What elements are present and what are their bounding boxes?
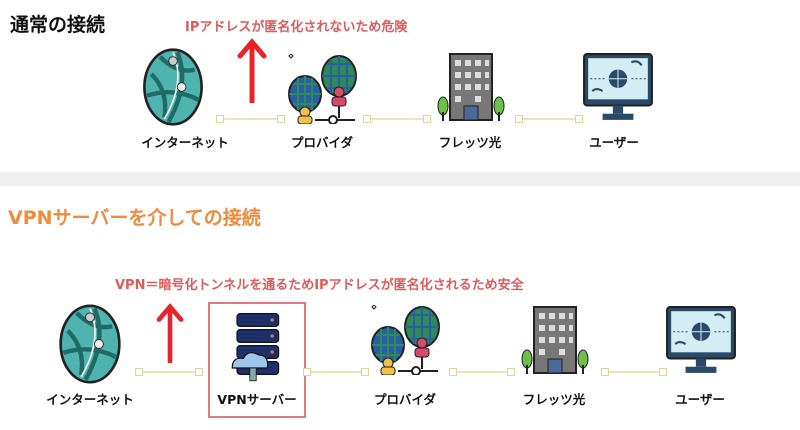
internet-globe-icon xyxy=(138,48,208,126)
normal-section-title: 通常の接続 xyxy=(10,14,106,36)
node-label-user: ユーザー xyxy=(589,135,639,150)
arrow-up-icon xyxy=(155,303,185,363)
node-label-internet: インターネット xyxy=(46,392,134,407)
node-label-flets: フレッツ光 xyxy=(438,135,502,150)
connector-line xyxy=(303,368,369,376)
building-icon xyxy=(520,305,590,375)
node-label-flets: フレッツ光 xyxy=(522,392,586,407)
vpn-safe-note: VPN＝暗号化トンネルを通るためIPアドレスが匿名化されるため安全 xyxy=(115,278,524,293)
node-label-provider: プロバイダ xyxy=(373,392,437,407)
node-label-provider: プロバイダ xyxy=(290,135,354,150)
vpn-server-icon xyxy=(222,312,292,384)
connector-line xyxy=(601,368,667,376)
connector-line xyxy=(449,368,515,376)
section-divider xyxy=(0,172,800,186)
user-monitor-icon xyxy=(665,305,737,377)
connector-line xyxy=(363,115,431,123)
connector-line xyxy=(135,368,203,376)
connector-line xyxy=(515,115,583,123)
node-label-vpn-server: VPNサーバー xyxy=(217,392,297,407)
provider-icon xyxy=(370,305,440,375)
vpn-server-highlight xyxy=(208,302,306,418)
arrow-up-icon xyxy=(237,38,267,103)
node-label-user: ユーザー xyxy=(675,392,725,407)
normal-warning-note: IPアドレスが匿名化されないため危険 xyxy=(185,20,408,35)
provider-icon xyxy=(287,54,357,124)
internet-globe-icon xyxy=(54,304,126,384)
node-label-internet: インターネット xyxy=(141,135,229,150)
user-monitor-icon xyxy=(582,52,654,124)
connector-line xyxy=(216,115,285,123)
building-icon xyxy=(436,52,506,122)
vpn-section-title: VPNサーバーを介しての接続 xyxy=(8,207,261,229)
